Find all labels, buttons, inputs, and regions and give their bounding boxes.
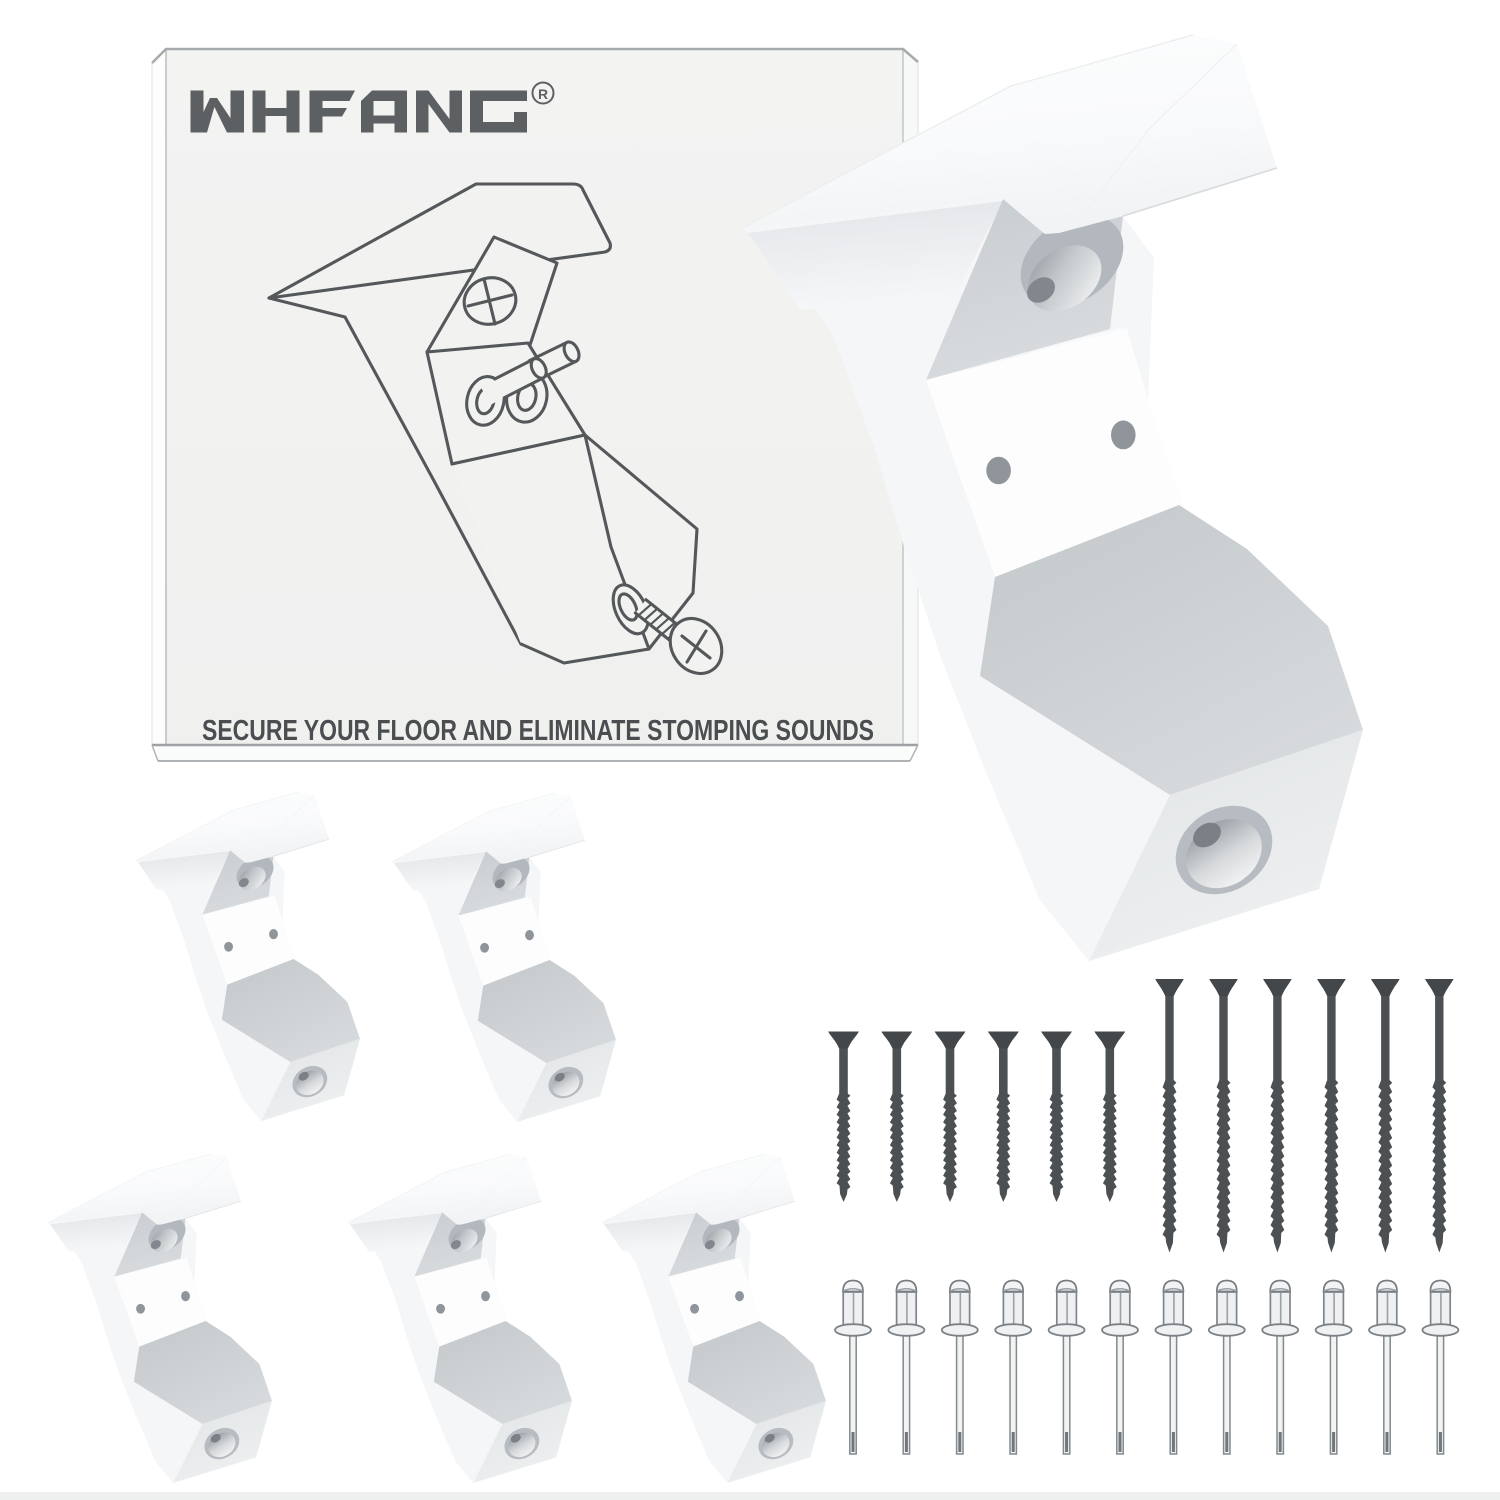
svg-text:SECURE YOUR FLOOR AND ELIMINAT: SECURE YOUR FLOOR AND ELIMINATE STOMPING… — [202, 715, 874, 747]
svg-text:R: R — [538, 86, 548, 102]
